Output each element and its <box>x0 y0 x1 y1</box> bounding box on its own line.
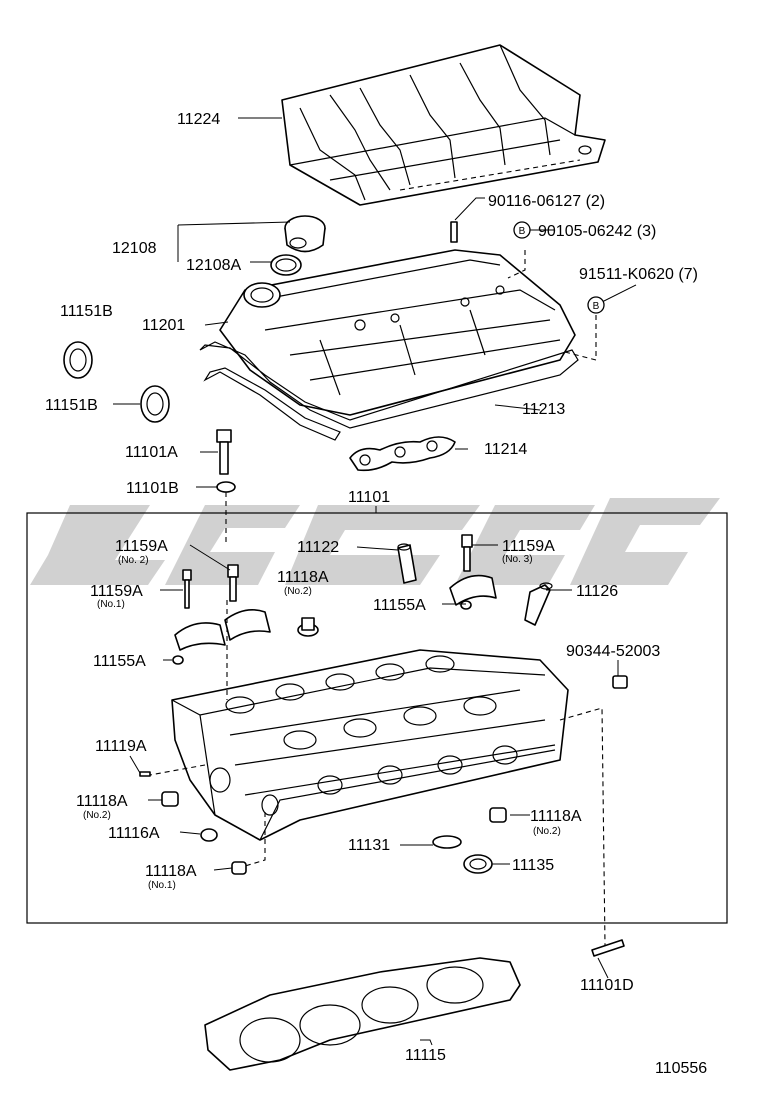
sublabel-no2: (No. 2) <box>118 555 149 566</box>
camshaft-bearing-cap-left <box>174 609 271 651</box>
label-11155a-right: 11155A <box>373 597 426 614</box>
cylinder-head-gasket <box>204 957 521 1071</box>
sublabel-no1: (No.1) <box>97 599 125 610</box>
label-90105: 90105-06242 (3) <box>538 223 656 240</box>
head-bolt <box>216 429 232 475</box>
label-11159a-no2: 11159A <box>115 538 168 555</box>
marker-b-91511: B <box>587 296 605 314</box>
figure-code: 110556 <box>655 1060 707 1077</box>
label-11116a: 11116A <box>108 825 160 842</box>
nut-90344 <box>612 675 628 689</box>
spark-plug-tube-11126 <box>524 582 553 626</box>
label-11155a-left: 11155A <box>93 653 146 670</box>
marker-b-90105: B <box>513 221 531 239</box>
gasket-11131 <box>432 835 462 849</box>
dashed-guide-marker <box>564 315 597 361</box>
label-11126: 11126 <box>576 583 618 600</box>
filler-cap-gasket <box>270 254 302 276</box>
head-cover-gasket <box>199 341 579 441</box>
sublabel-no2-right: (No.2) <box>533 826 561 837</box>
part-labels: 11224 12108 12108A 90116-06127 (2) 90105… <box>45 111 707 1077</box>
label-11118a-bottom: 11118A <box>145 863 197 880</box>
cap-bolt-no1 <box>182 569 192 609</box>
watermark-logo <box>30 498 720 585</box>
label-12108: 12108 <box>112 240 157 257</box>
gasket-11135 <box>463 854 493 874</box>
label-11151b: 11151B <box>45 397 98 414</box>
label-11119a: 11119A <box>95 738 147 755</box>
oil-seal-upper <box>63 341 93 379</box>
label-11118a-top: 11118A <box>277 569 329 586</box>
label-11159a-no1: 11159A <box>90 583 143 600</box>
dashed-guide-left <box>149 764 206 776</box>
dashed-guide-stud <box>559 707 606 946</box>
oil-filler-cap <box>284 215 326 253</box>
cylinder-head-group-frame <box>26 512 728 924</box>
label-11118a-right: 11118A <box>530 808 582 825</box>
plug-no2-top <box>297 617 319 637</box>
dashed-guide-cover <box>507 250 526 279</box>
oil-seal-lower <box>140 385 170 423</box>
label-11122: 11122 <box>297 539 339 556</box>
label-11159a-no3: 11159A <box>502 538 555 555</box>
stud-11101d <box>591 939 625 957</box>
camshaft-bearing-cap-right <box>449 574 497 606</box>
spark-plug-gasket <box>349 436 456 472</box>
label-11213: 11213 <box>522 401 565 418</box>
label-11135: 11135 <box>512 857 554 874</box>
head-bolt-washer <box>216 481 236 493</box>
dowel-pin-left <box>172 655 184 665</box>
pin-11119a <box>139 771 151 777</box>
plug-no2-right <box>489 807 507 823</box>
plug-11116a <box>200 828 218 842</box>
label-11101a: 11101A <box>125 444 178 461</box>
label-11115: 11115 <box>405 1047 446 1064</box>
label-90344: 90344-52003 <box>566 643 660 660</box>
cap-bolt-no3 <box>461 534 473 572</box>
plug-no1-bottom <box>231 861 247 875</box>
marker-b-letter: B <box>593 301 600 312</box>
label-11118a-left: 11118A <box>76 793 128 810</box>
bolt-90116 <box>450 221 458 243</box>
label-11201: 11201 <box>142 317 185 334</box>
dashed-guide-lower <box>244 812 266 867</box>
label-11101d: 11101D <box>580 977 634 994</box>
label-12108a: 12108A <box>186 257 241 274</box>
sublabel-no2-left: (No.2) <box>83 810 111 821</box>
label-11151b-top: 11151B <box>60 303 113 320</box>
label-11224: 11224 <box>177 111 220 128</box>
leader-lines <box>113 117 637 1046</box>
label-11101b: 11101B <box>126 480 179 497</box>
plug-no2-left <box>161 791 179 807</box>
cap-bolt-no2 <box>227 564 239 602</box>
sublabel-no1-bottom: (No.1) <box>148 880 176 891</box>
sublabel-no2-top: (No.2) <box>284 586 312 597</box>
engine-top-cover <box>281 44 606 206</box>
marker-b-letter: B <box>519 226 526 237</box>
spark-plug-tube-11122 <box>397 543 417 584</box>
label-11101: 11101 <box>348 489 390 506</box>
label-11214: 11214 <box>484 441 527 458</box>
label-90116: 90116-06127 (2) <box>488 193 605 210</box>
cylinder-head-cover <box>219 249 576 416</box>
sublabel-no3: (No. 3) <box>502 554 533 565</box>
label-11131: 11131 <box>348 837 390 854</box>
label-91511: 91511-K0620 (7) <box>579 266 698 283</box>
cylinder-head <box>171 649 569 841</box>
dowel-pin-right <box>460 600 472 610</box>
